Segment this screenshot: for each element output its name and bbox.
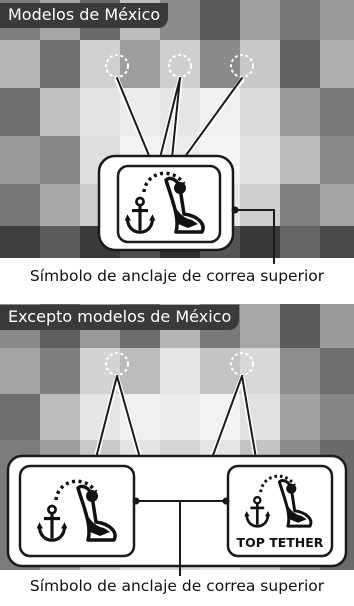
top-tether-label: TOP TETHER (237, 535, 324, 550)
leader-lines (116, 77, 243, 159)
caption-pointer (235, 209, 275, 264)
top-tether-symbol-box (226, 464, 334, 558)
leader-lines (95, 375, 257, 459)
anchor-location-marker (230, 54, 254, 78)
tether-symbol-box (18, 464, 136, 558)
section-title-mexico: Modelos de México (0, 3, 169, 28)
anchor-location-marker (105, 352, 129, 376)
tether-anchor-caption: Símbolo de anclaje de correa superior (29, 577, 325, 595)
section-title-except-mexico: Excepto modelos de México (0, 305, 240, 330)
top-anchor-callout (97, 54, 275, 264)
tether-anchor-caption: Símbolo de anclaje de correa superior (29, 267, 325, 285)
bottom-anchor-callout: TOP TETHER (6, 352, 348, 576)
